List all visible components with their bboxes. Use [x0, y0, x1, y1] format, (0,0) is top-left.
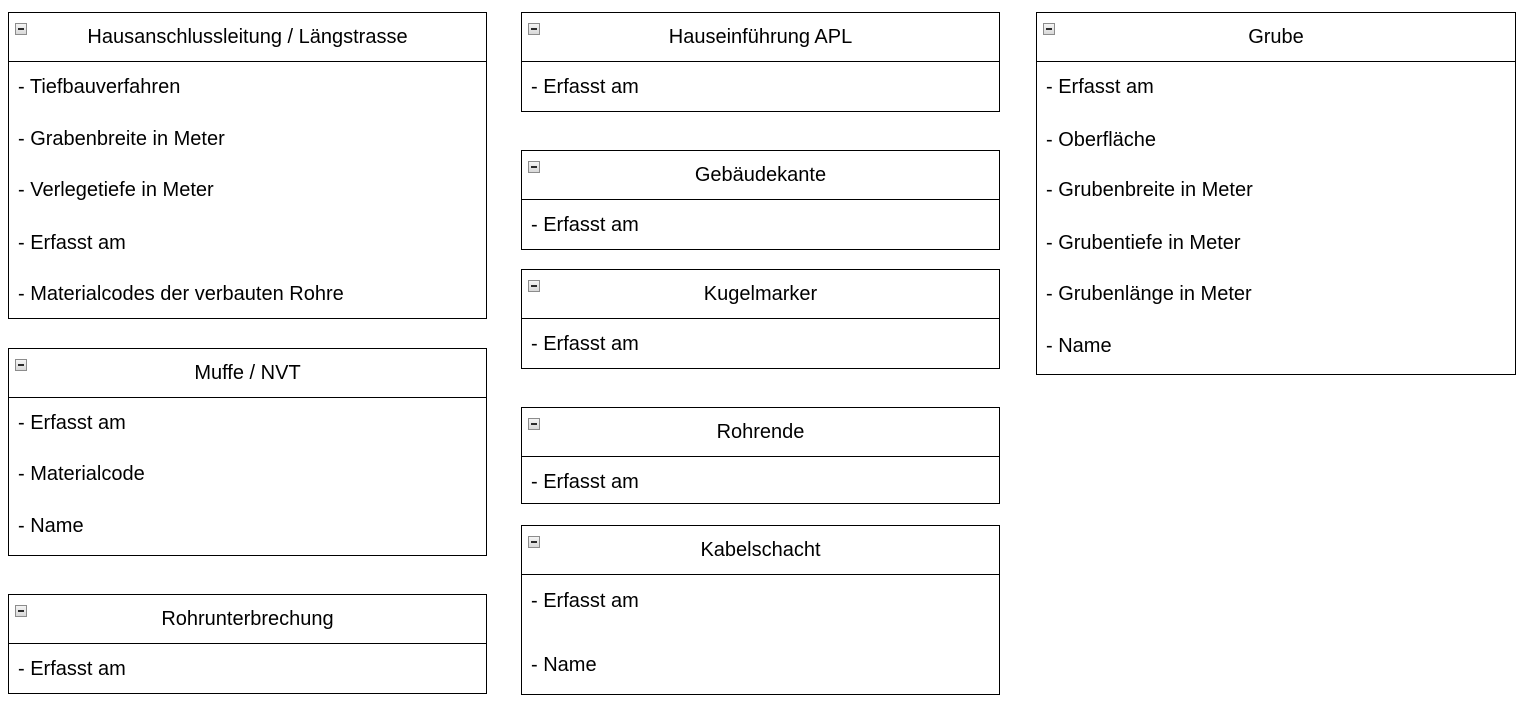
attribute-item: - Erfasst am	[18, 658, 126, 680]
attribute-item: - Oberfläche	[1046, 129, 1157, 151]
attribute-item: - Erfasst am	[18, 412, 126, 434]
entity-header[interactable]: Gebäudekante	[522, 151, 999, 200]
attribute-item: - Materialcodes der verbauten Rohre	[18, 283, 344, 305]
attribute-item: - Erfasst am	[18, 232, 126, 254]
attribute-item: - Grabenbreite in Meter	[18, 128, 225, 150]
entity-header[interactable]: Grube	[1037, 13, 1515, 62]
entity-header[interactable]: Kugelmarker	[522, 270, 999, 319]
collapse-icon[interactable]	[528, 280, 540, 292]
entity-muffe-nvt[interactable]: Muffe / NVT - Erfasst am - Materialcode …	[8, 348, 487, 556]
attribute-item: - Name	[18, 515, 84, 537]
collapse-icon[interactable]	[15, 605, 27, 617]
attribute-item: - Erfasst am	[1046, 76, 1154, 98]
attribute-item: - Erfasst am	[531, 333, 639, 355]
collapse-icon[interactable]	[528, 536, 540, 548]
entity-title: Gebäudekante	[694, 163, 827, 186]
attribute-item: - Grubenbreite in Meter	[1046, 179, 1253, 201]
attribute-item: - Grubentiefe in Meter	[1046, 232, 1241, 254]
collapse-icon[interactable]	[15, 23, 27, 35]
entity-header[interactable]: Hauseinführung APL	[522, 13, 999, 62]
entity-header[interactable]: Rohrunterbrechung	[9, 595, 486, 644]
attribute-item: - Erfasst am	[531, 76, 639, 98]
entity-kugelmarker[interactable]: Kugelmarker - Erfasst am	[521, 269, 1000, 369]
entity-hauseinfuehrung-apl[interactable]: Hauseinführung APL - Erfasst am	[521, 12, 1000, 112]
entity-header[interactable]: Hausanschlussleitung / Längstrasse	[9, 13, 486, 62]
entity-title: Rohrende	[716, 420, 805, 443]
collapse-icon[interactable]	[1043, 23, 1055, 35]
entity-header[interactable]: Rohrende	[522, 408, 999, 457]
entity-title: Hausanschlussleitung / Längstrasse	[87, 25, 408, 48]
attribute-item: - Erfasst am	[531, 471, 639, 493]
collapse-icon[interactable]	[528, 418, 540, 430]
collapse-icon[interactable]	[15, 359, 27, 371]
entity-title: Rohrunterbrechung	[161, 607, 334, 630]
attribute-item: - Tiefbauverfahren	[18, 76, 181, 98]
collapse-icon[interactable]	[528, 161, 540, 173]
attribute-item: - Erfasst am	[531, 590, 639, 612]
entity-kabelschacht[interactable]: Kabelschacht - Erfasst am - Name	[521, 525, 1000, 695]
entity-header[interactable]: Kabelschacht	[522, 526, 999, 575]
entity-title: Grube	[1248, 25, 1304, 48]
attribute-item: - Grubenlänge in Meter	[1046, 283, 1252, 305]
entity-gebaeudekante[interactable]: Gebäudekante - Erfasst am	[521, 150, 1000, 250]
attribute-item: - Name	[531, 654, 597, 676]
entity-rohrende[interactable]: Rohrende - Erfasst am	[521, 407, 1000, 504]
attribute-item: - Erfasst am	[531, 214, 639, 236]
entity-title: Kugelmarker	[703, 282, 818, 305]
attribute-item: - Verlegetiefe in Meter	[18, 179, 214, 201]
collapse-icon[interactable]	[528, 23, 540, 35]
entity-title: Kabelschacht	[700, 538, 821, 561]
entity-grube[interactable]: Grube - Erfasst am - Oberfläche - Gruben…	[1036, 12, 1516, 375]
attribute-item: - Name	[1046, 335, 1112, 357]
entity-rohrunterbrechung[interactable]: Rohrunterbrechung - Erfasst am	[8, 594, 487, 694]
entity-header[interactable]: Muffe / NVT	[9, 349, 486, 398]
entity-title: Muffe / NVT	[194, 361, 301, 384]
entity-title: Hauseinführung APL	[668, 25, 853, 48]
entity-hausanschlussleitung[interactable]: Hausanschlussleitung / Längstrasse - Tie…	[8, 12, 487, 319]
attribute-item: - Materialcode	[18, 463, 145, 485]
